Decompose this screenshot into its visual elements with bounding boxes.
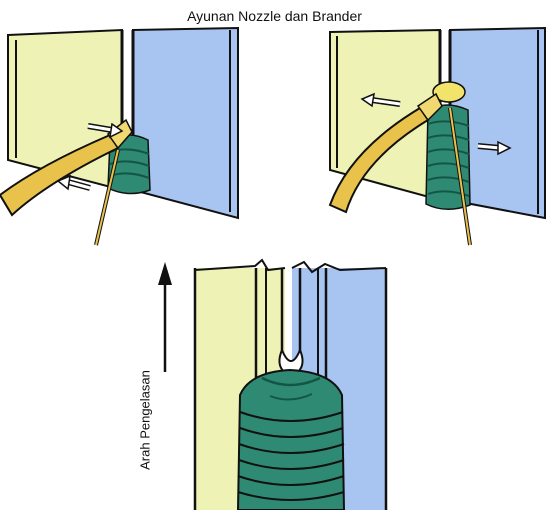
weld-bead [238,370,344,510]
direction-label: Arah Pengelasan [138,370,153,470]
panel-right-swing [330,28,545,245]
panel-front-view [195,260,386,510]
direction-arrow-icon [158,262,172,372]
panel-left-swing [0,28,238,245]
